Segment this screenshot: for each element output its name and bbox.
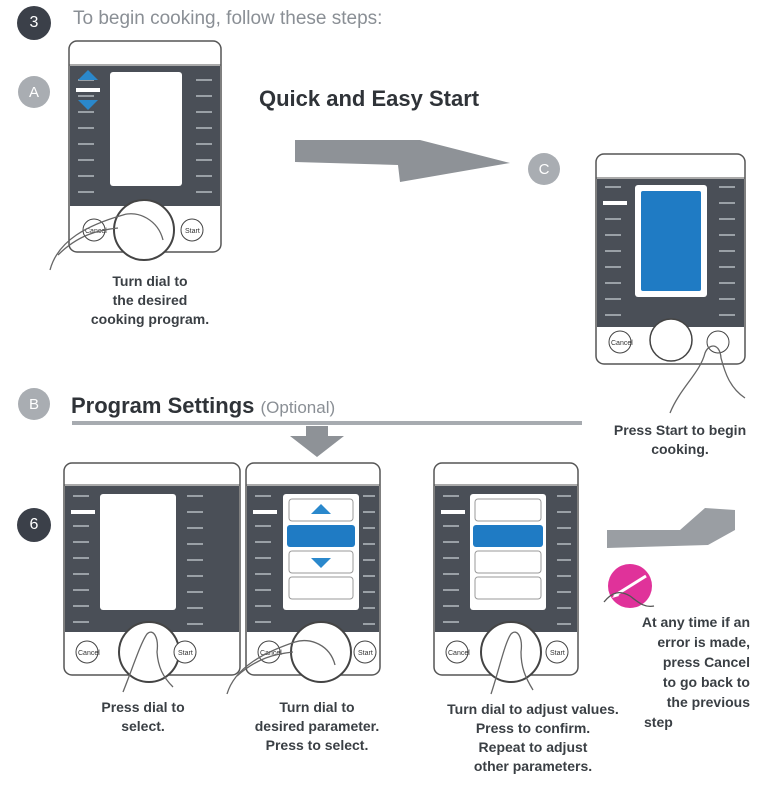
caption-b3: Turn dial to adjust values. Press to con… bbox=[428, 700, 638, 776]
svg-text:Cancel: Cancel bbox=[611, 340, 633, 347]
device-c: Cancel bbox=[595, 153, 746, 414]
svg-text:Start: Start bbox=[185, 228, 200, 235]
svg-text:Cancel: Cancel bbox=[78, 650, 100, 657]
note-line: press Cancel bbox=[662, 654, 750, 670]
caption-b1-line: select. bbox=[121, 718, 165, 734]
caption-a-line: the desired bbox=[112, 292, 188, 308]
note-line: step bbox=[644, 714, 673, 730]
label-a: A bbox=[18, 76, 50, 108]
device-b2: Cancel Start bbox=[226, 462, 381, 695]
program-settings-label: Program Settings bbox=[71, 393, 255, 418]
caption-b3-line: other parameters. bbox=[473, 758, 593, 774]
caption-b2-line: Press to select. bbox=[265, 737, 369, 753]
svg-text:Cancel: Cancel bbox=[260, 650, 282, 657]
caption-b2-line: Turn dial to bbox=[279, 699, 355, 715]
caption-c-line: Press Start to begin bbox=[613, 422, 747, 438]
caption-b2-line: desired parameter. bbox=[254, 718, 380, 734]
device-b1: Cancel Start bbox=[63, 462, 241, 693]
program-settings-title: Program Settings (Optional) bbox=[71, 393, 335, 419]
caption-b1: Press dial to select. bbox=[63, 698, 223, 736]
arrow-up-icon bbox=[78, 70, 98, 80]
hand-icon bbox=[122, 631, 174, 693]
label-c: C bbox=[528, 153, 560, 185]
caption-c: Press Start to begin cooking. bbox=[590, 421, 770, 459]
arrow-down-icon bbox=[78, 100, 98, 110]
caption-a-line: Turn dial to bbox=[112, 273, 188, 289]
svg-text:Start: Start bbox=[178, 650, 193, 657]
label-b: B bbox=[18, 388, 50, 420]
hand-icon bbox=[669, 345, 746, 414]
arrow-down-icon bbox=[311, 558, 331, 568]
caption-b3-line: Turn dial to adjust values. bbox=[447, 701, 619, 717]
caption-b1-line: Press dial to bbox=[101, 699, 185, 715]
step-number-6: 6 bbox=[17, 508, 51, 542]
svg-text:Cancel: Cancel bbox=[448, 650, 470, 657]
svg-text:Start: Start bbox=[358, 650, 373, 657]
device-b3: Cancel Start bbox=[433, 462, 579, 695]
note-line: error is made, bbox=[657, 634, 750, 650]
error-note: At any time if an error is made, press C… bbox=[600, 612, 750, 732]
note-line: At any time if an bbox=[641, 614, 750, 630]
arrow-up-icon bbox=[311, 504, 331, 514]
note-line: the previous bbox=[666, 694, 750, 710]
svg-text:Start: Start bbox=[550, 650, 565, 657]
note-line: to go back to bbox=[662, 674, 750, 690]
caption-b2: Turn dial to desired parameter. Press to… bbox=[232, 698, 402, 755]
pencil-icon bbox=[603, 564, 655, 608]
quick-start-title: Quick and Easy Start bbox=[259, 86, 480, 111]
intro-text: To begin cooking, follow these steps: bbox=[73, 8, 383, 29]
optional-label: (Optional) bbox=[260, 398, 336, 417]
step-number-3: 3 bbox=[17, 6, 51, 40]
device-a: Cancel Start bbox=[49, 40, 222, 271]
caption-b3-line: Repeat to adjust bbox=[478, 739, 588, 755]
caption-a-line: cooking program. bbox=[90, 311, 210, 327]
caption-b3-line: Press to confirm. bbox=[475, 720, 591, 736]
hand-icon bbox=[490, 631, 534, 695]
hand-icon bbox=[49, 213, 164, 271]
caption-a: Turn dial to the desired cooking program… bbox=[70, 272, 230, 329]
caption-c-line: cooking. bbox=[651, 441, 709, 457]
